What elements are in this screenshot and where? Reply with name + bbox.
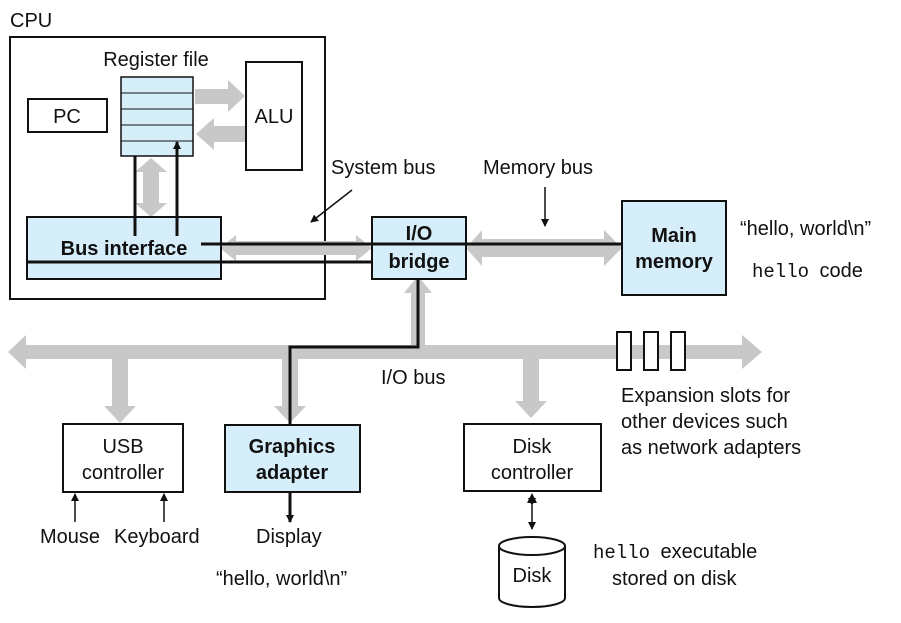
system-bus-label: System bus (331, 157, 435, 179)
hello-code-label: hello code (752, 260, 863, 283)
bus-interface-box (26, 216, 222, 280)
alu-box (245, 61, 303, 171)
executable-label-1: hello executable (593, 541, 757, 564)
hello-code-rest: code (819, 260, 862, 282)
disk-arrow-up-head (527, 493, 537, 503)
disk-controller-box (463, 423, 602, 492)
expansion-label-1: Expansion slots for (621, 385, 790, 407)
memory-string: “hello, world\n” (740, 218, 871, 240)
disk-controller-label-1: Disk (513, 436, 553, 458)
usb-label-2: controller (82, 462, 165, 484)
executable-mono: hello (593, 542, 650, 564)
graphics-label-1: Graphics (249, 436, 336, 458)
main-memory-box (621, 200, 727, 296)
mouse-label: Mouse (40, 526, 100, 548)
main-memory-label-1: Main (651, 225, 697, 247)
io-bridge-label-2: bridge (388, 251, 449, 273)
cpu-label: CPU (10, 10, 52, 32)
main-memory-label-2: memory (635, 251, 714, 273)
display-string: “hello, world\n” (216, 568, 347, 590)
hello-code-mono: hello (752, 261, 809, 283)
memory-bus-label: Memory bus (483, 157, 593, 179)
disk-label: Disk (513, 565, 553, 587)
register-file-label: Register file (103, 49, 209, 71)
pc-label: PC (53, 106, 81, 128)
expansion-label-3: as network adapters (621, 437, 801, 459)
thin-arrows (71, 187, 549, 530)
graphics-label-2: adapter (256, 462, 328, 484)
cpu-box (9, 36, 326, 300)
display-label: Display (256, 526, 322, 548)
alu-label: ALU (255, 106, 294, 128)
executable-rest: executable (660, 541, 757, 563)
disk-cylinder (498, 536, 566, 608)
bus-interface-label: Bus interface (61, 238, 188, 260)
expansion-slots (616, 331, 686, 371)
executable-label-2: stored on disk (612, 568, 738, 590)
usb-controller-box (62, 423, 184, 493)
io-bus-label: I/O bus (381, 367, 445, 389)
expansion-label-2: other devices such (621, 411, 788, 433)
usb-label-1: USB (102, 436, 143, 458)
data-flow-paths (27, 141, 621, 523)
io-bridge-label-1: I/O (406, 223, 433, 245)
disk-controller-label-2: controller (491, 462, 574, 484)
bus-arrows (8, 80, 762, 423)
pc-box (27, 98, 108, 133)
keyboard-label: Keyboard (114, 526, 200, 548)
io-bridge-box (371, 216, 467, 280)
graphics-adapter-box (224, 424, 361, 493)
register-file (120, 76, 194, 157)
